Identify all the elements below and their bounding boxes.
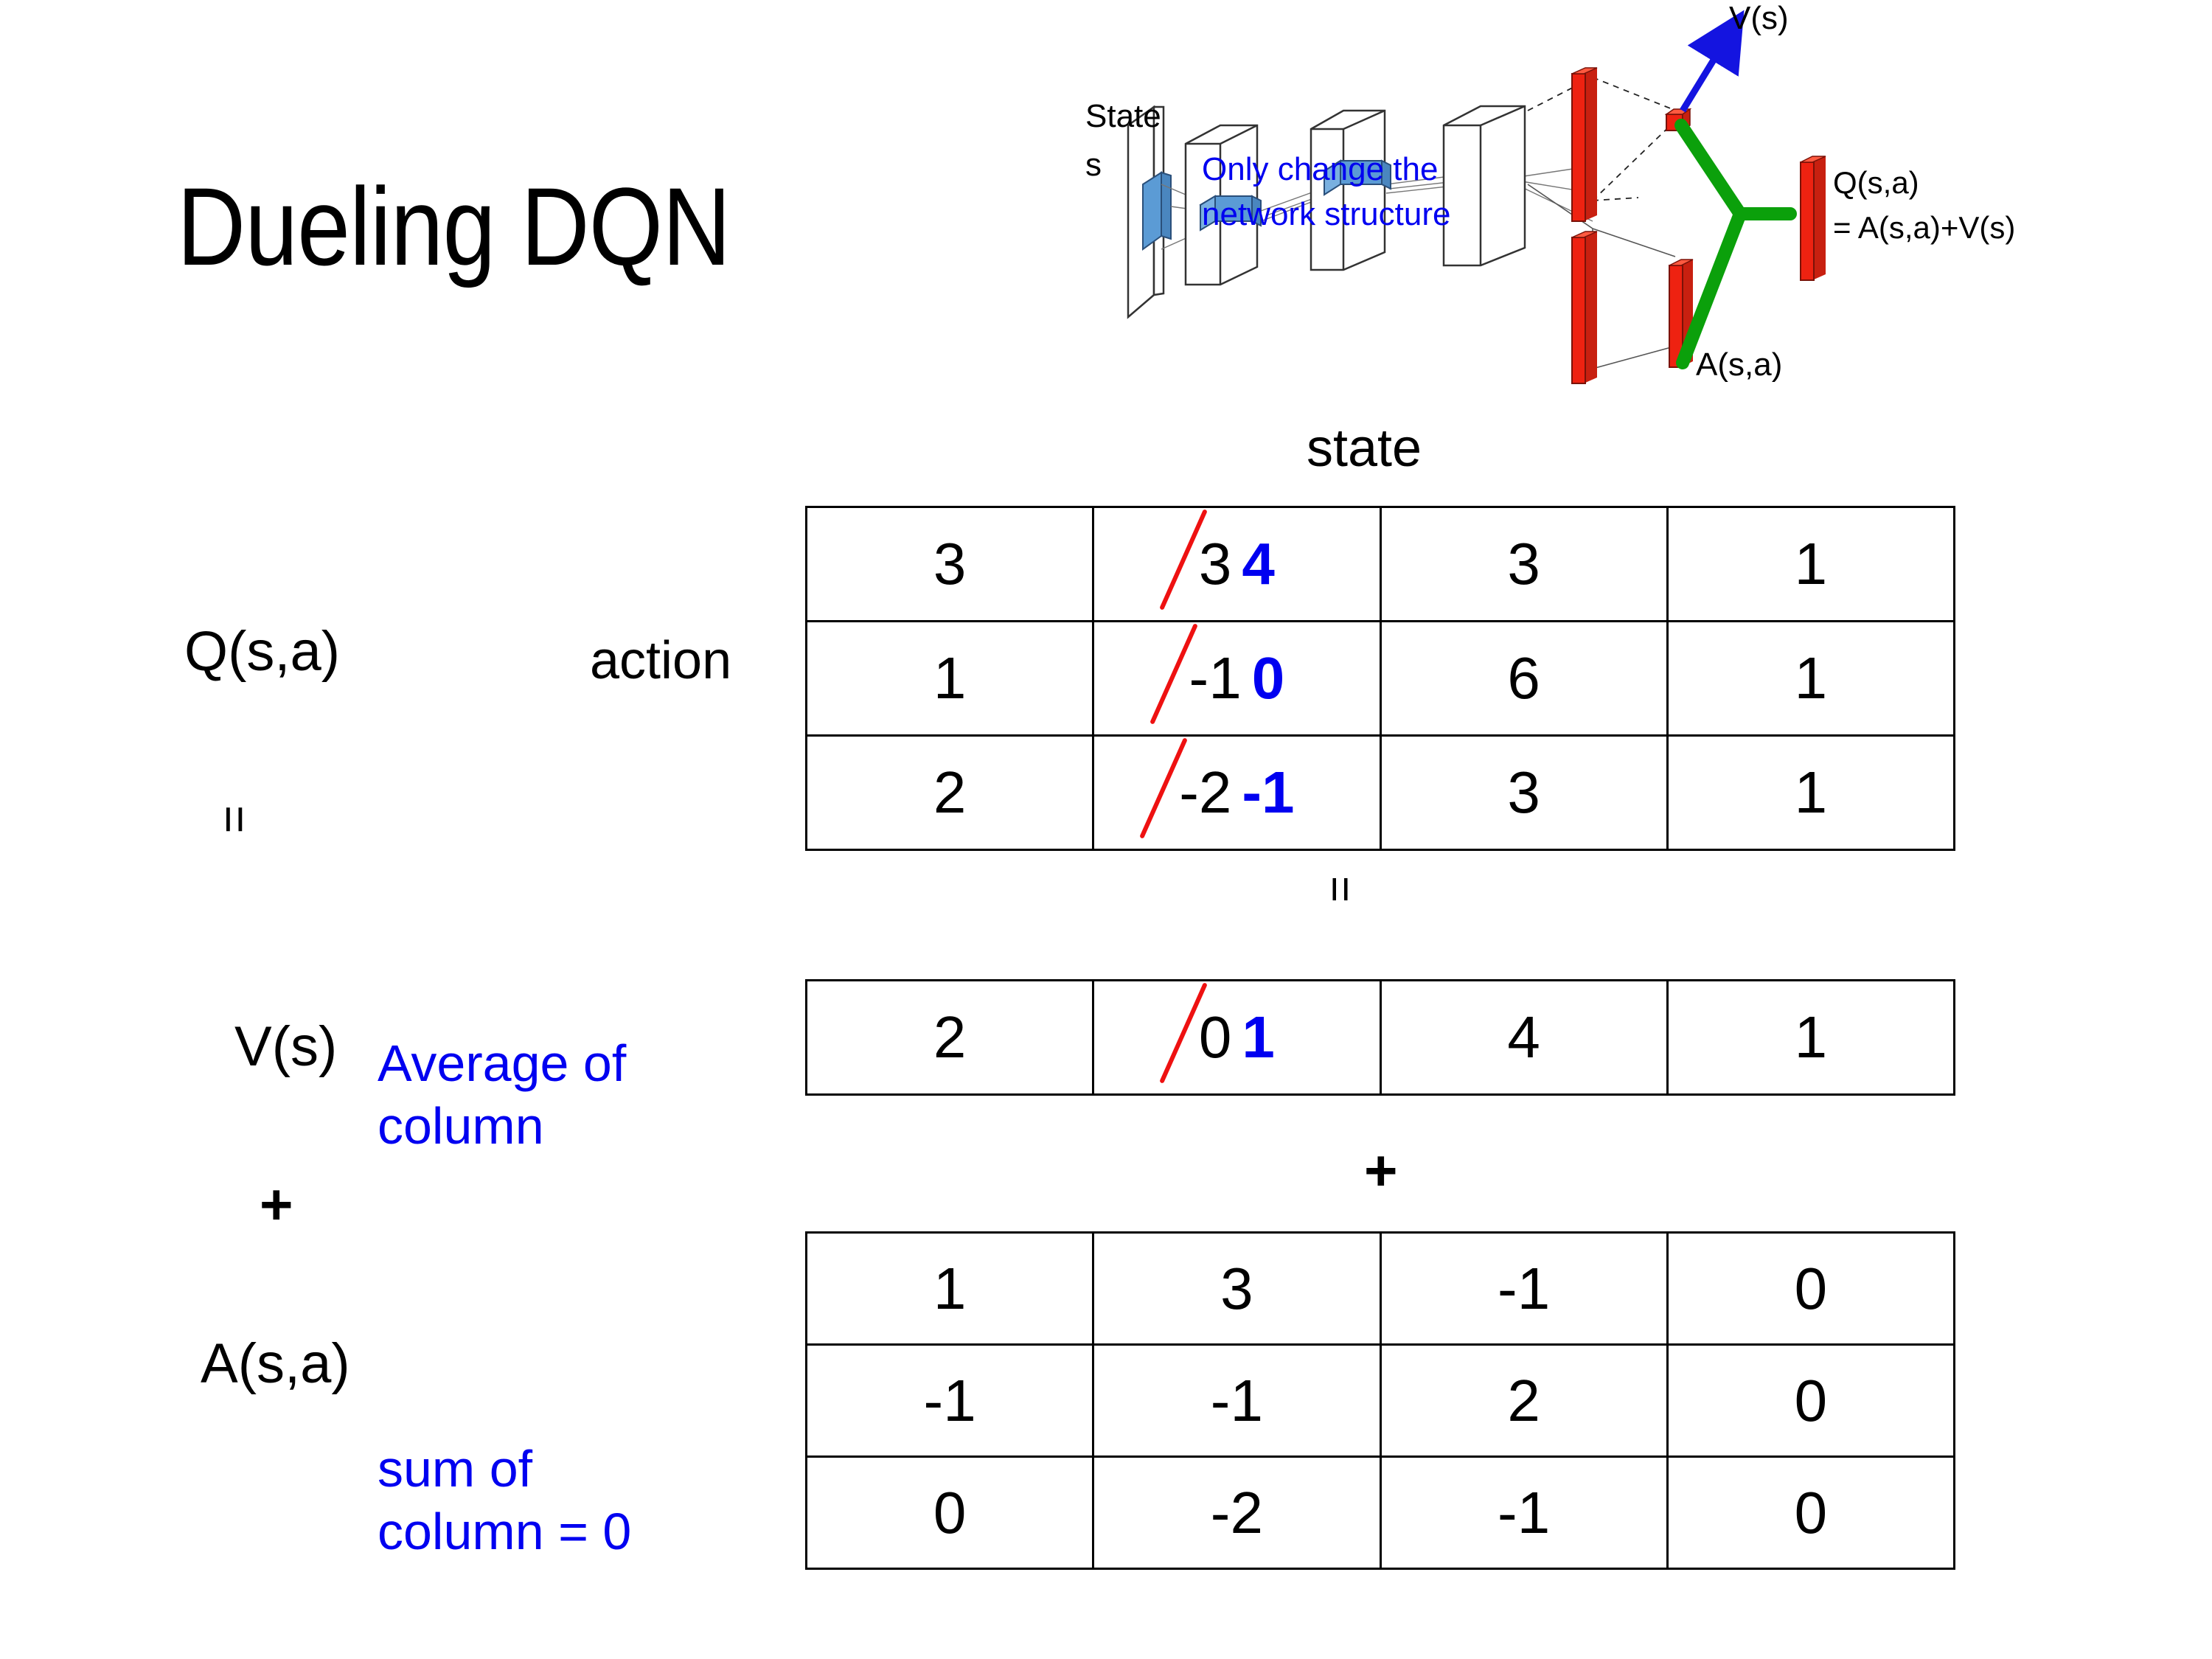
- v-function-label: V(s): [234, 1015, 338, 1078]
- equals-symbol-left: =: [208, 805, 262, 834]
- equals-symbol-between-tables: =: [1315, 876, 1366, 903]
- matrix-cell: 2: [804, 734, 1095, 851]
- diagram-state-label: State s: [1085, 92, 1161, 189]
- matrix-cell: 1: [1666, 734, 1956, 851]
- matrix-cell: 1: [1666, 979, 1956, 1096]
- corrected-cell: -2-1: [1179, 759, 1294, 827]
- matrix-cell: 2: [1379, 1343, 1669, 1458]
- q-function-label: Q(s,a): [184, 620, 341, 683]
- page-title: Dueling DQN: [177, 164, 731, 288]
- corrected-new-value: 0: [1251, 645, 1285, 711]
- struck-old-value: 0: [1198, 1004, 1232, 1070]
- note-average-of-column: Average of column: [378, 1034, 627, 1155]
- struck-old-value: -2: [1179, 759, 1232, 825]
- plus-symbol-between-tables: +: [1364, 1138, 1398, 1203]
- state-line-2: s: [1085, 147, 1102, 183]
- action-axis-label: action: [590, 631, 732, 690]
- corrected-new-value: 1: [1242, 1004, 1275, 1070]
- matrix-cell: 3: [1092, 1231, 1382, 1346]
- matrix-cell: 3: [1379, 734, 1669, 851]
- matrix-cell: 1: [804, 1231, 1095, 1346]
- matrix-cell: 3: [804, 506, 1095, 622]
- corrected-new-value: -1: [1242, 759, 1295, 825]
- struck-old-value: 3: [1198, 531, 1232, 597]
- struck-old-value: -1: [1189, 645, 1242, 711]
- matrix-cell: 0: [1666, 1231, 1956, 1346]
- matrix-cell: -2: [1092, 1455, 1382, 1570]
- diagram-advantage-output-label: A(s,a): [1696, 347, 1783, 383]
- note-sum-of-column: sum of column = 0: [378, 1440, 632, 1561]
- state-axis-label: state: [1307, 419, 1422, 478]
- q-label-line-2: = A(s,a)+V(s): [1833, 209, 2016, 245]
- matrix-cell: -1: [1379, 1231, 1669, 1346]
- matrix-cell: 1: [1666, 506, 1956, 622]
- matrix-cell: 6: [1379, 620, 1669, 737]
- matrix-cell: -1: [804, 1343, 1095, 1458]
- matrix-cell: -2-1: [1092, 734, 1382, 851]
- state-line-1: State: [1085, 98, 1161, 134]
- matrix-cell: -1: [1379, 1455, 1669, 1570]
- matrix-cell: 0: [1666, 1455, 1956, 1570]
- matrix-cell: 3: [1379, 506, 1669, 622]
- diagram-note-only-change: Only change the network structure: [1202, 151, 1451, 232]
- matrix-cell: -1: [1092, 1343, 1382, 1458]
- diagram-value-output-label: V(s): [1729, 0, 1789, 36]
- a-function-label: A(s,a): [201, 1332, 350, 1395]
- diagram-q-output-label: Q(s,a) = A(s,a)+V(s): [1833, 161, 2015, 251]
- q-label-line-1: Q(s,a): [1833, 165, 1919, 200]
- matrix-cell: 0: [1666, 1343, 1956, 1458]
- matrix-cell: 1: [804, 620, 1095, 737]
- corrected-new-value: 4: [1242, 531, 1275, 597]
- matrix-cell: 2: [804, 979, 1095, 1096]
- matrix-cell: 4: [1379, 979, 1669, 1096]
- dueling-network-diagram: State s Only change the network structur…: [1077, 0, 2212, 413]
- plus-symbol-left: +: [260, 1172, 293, 1237]
- matrix-cell: 0: [804, 1455, 1095, 1570]
- matrix-cell: 1: [1666, 620, 1956, 737]
